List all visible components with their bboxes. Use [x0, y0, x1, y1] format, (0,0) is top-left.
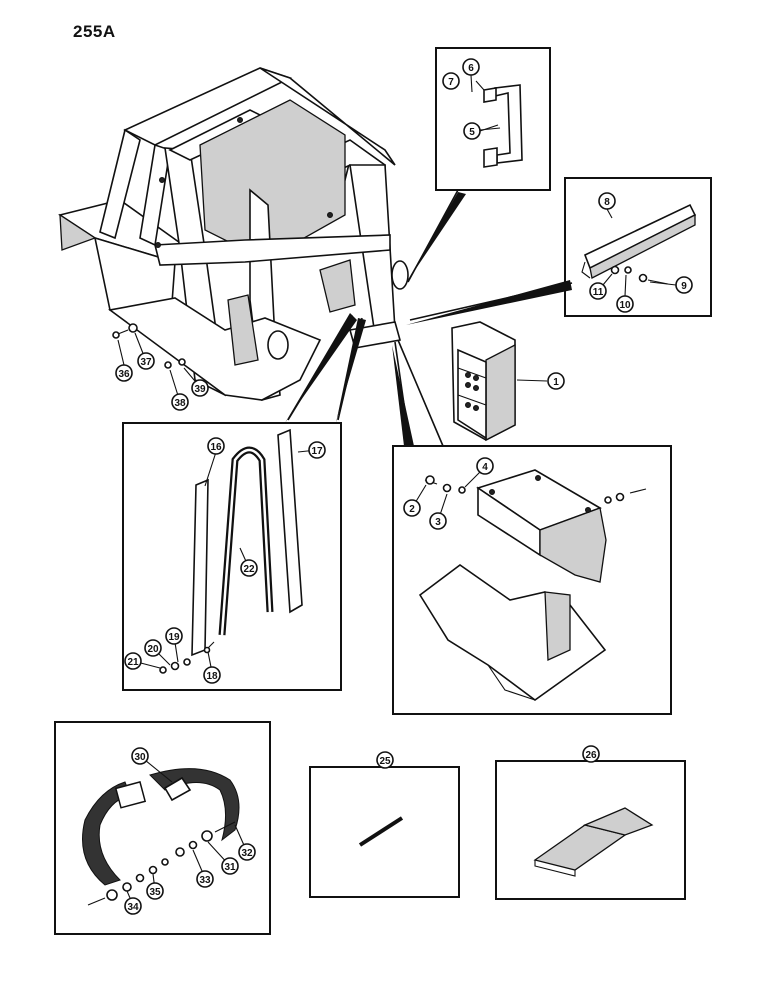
leader-lines: [285, 189, 573, 447]
callouts: 7 6 5 8 9 10 11 1 36 37 38 39 16 17 22 1…: [115, 58, 693, 915]
svg-text:37: 37: [140, 357, 152, 368]
callout-1: 1: [547, 372, 565, 390]
svg-text:20: 20: [147, 644, 159, 655]
svg-text:39: 39: [194, 384, 206, 395]
svg-text:35: 35: [149, 887, 161, 898]
callout-18: 18: [203, 666, 221, 684]
callout-19: 19: [165, 627, 183, 645]
callout-4: 4: [476, 457, 494, 475]
svg-text:32: 32: [241, 848, 253, 859]
page-number: 255A: [73, 22, 116, 41]
callout-30: 30: [131, 747, 149, 765]
callout-33: 33: [196, 870, 214, 888]
svg-text:7: 7: [448, 77, 454, 88]
svg-text:26: 26: [585, 750, 597, 761]
callout-35: 35: [146, 882, 164, 900]
svg-text:18: 18: [206, 671, 218, 682]
svg-text:36: 36: [118, 369, 130, 380]
handle-parts-box: [435, 47, 551, 191]
callout-11: 11: [589, 282, 607, 300]
svg-text:10: 10: [619, 300, 631, 311]
callout-16: 16: [207, 437, 225, 455]
svg-text:30: 30: [134, 752, 146, 763]
svg-text:16: 16: [210, 442, 222, 453]
callout-34: 34: [124, 897, 142, 915]
svg-text:22: 22: [243, 564, 255, 575]
callout-9: 9: [675, 276, 693, 294]
callout-37: 37: [137, 352, 155, 370]
svg-text:34: 34: [127, 902, 139, 913]
callout-20: 20: [144, 639, 162, 657]
callout-10: 10: [616, 295, 634, 313]
svg-text:8: 8: [604, 197, 610, 208]
svg-text:9: 9: [681, 281, 687, 292]
callout-31: 31: [221, 857, 239, 875]
callout-36: 36: [115, 364, 133, 382]
callout-5: 5: [463, 122, 481, 140]
svg-text:31: 31: [224, 862, 236, 873]
storage-box-illustration: [451, 321, 516, 442]
svg-text:11: 11: [593, 287, 604, 298]
svg-text:21: 21: [127, 657, 139, 668]
callout-39: 39: [191, 379, 209, 397]
svg-text:17: 17: [311, 446, 323, 457]
callout-3: 3: [429, 512, 447, 530]
svg-text:2: 2: [409, 504, 415, 515]
callout-38: 38: [171, 393, 189, 411]
pad-parts-box: [495, 760, 686, 900]
pin-parts-box: [309, 766, 460, 898]
svg-text:33: 33: [199, 875, 211, 886]
callout-8: 8: [598, 192, 616, 210]
svg-text:3: 3: [435, 517, 441, 528]
bracket-parts-box: [392, 445, 672, 715]
cab-frame-illustration: [58, 67, 409, 402]
seat-belt-parts-box: [54, 721, 271, 935]
strip-parts-box: [564, 177, 712, 317]
svg-text:1: 1: [553, 377, 559, 388]
callout-7: 7: [442, 72, 460, 90]
svg-text:4: 4: [482, 462, 488, 473]
callout-2: 2: [403, 499, 421, 517]
svg-text:5: 5: [469, 127, 475, 138]
callout-25: 25: [376, 751, 394, 769]
callout-17: 17: [308, 441, 326, 459]
callout-6: 6: [462, 58, 480, 76]
svg-text:19: 19: [168, 632, 180, 643]
callout-32: 32: [238, 843, 256, 861]
svg-text:6: 6: [468, 63, 474, 74]
svg-text:25: 25: [379, 756, 391, 767]
callout-22: 22: [240, 559, 258, 577]
callout-26: 26: [582, 745, 600, 763]
callout-21: 21: [124, 652, 142, 670]
svg-text:38: 38: [174, 398, 186, 409]
